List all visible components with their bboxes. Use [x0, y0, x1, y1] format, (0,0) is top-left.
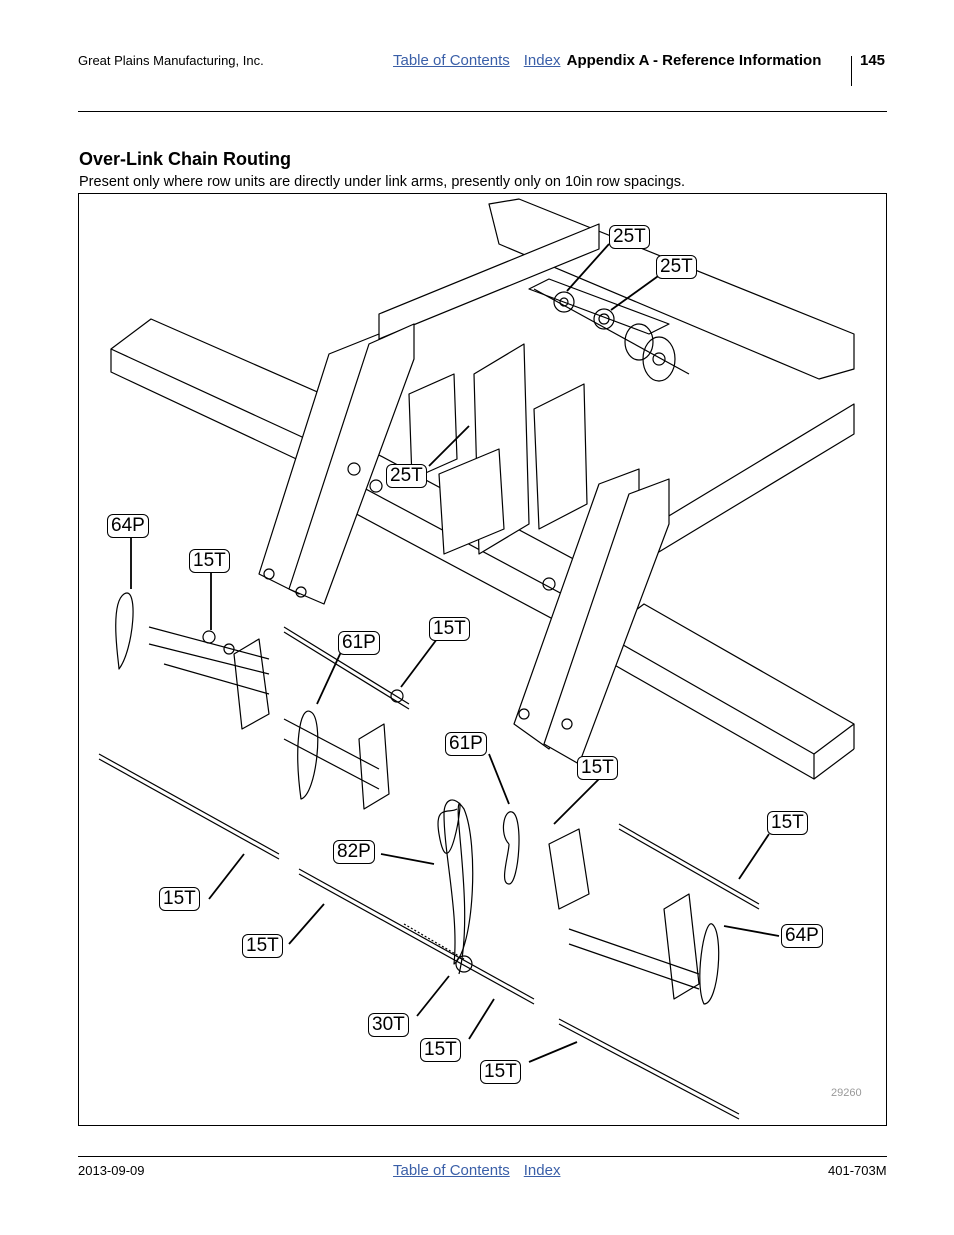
footer-toc-link[interactable]: Table of Contents — [393, 1162, 510, 1179]
middle-left-drive-assembly — [283, 710, 390, 810]
callout-15t-3: 15T — [577, 756, 618, 780]
callout-leaders — [130, 243, 780, 1063]
figure-number: 29260 — [831, 1087, 862, 1099]
bottom-hex-shaft — [558, 1018, 740, 1115]
drive-hub — [533, 288, 690, 382]
header-rule — [78, 111, 887, 112]
figure-drawing — [98, 198, 855, 1120]
callout-61p-2: 61P — [445, 732, 487, 756]
page-title: Over-Link Chain Routing — [79, 149, 292, 169]
company-name: Great Plains Manufacturing, Inc. — [78, 53, 264, 68]
callout-64p-1: 64P — [107, 514, 149, 538]
callout-25t-1: 25T — [609, 225, 650, 249]
upper-left-drive-assembly — [115, 592, 410, 730]
callout-64p-2: 64P — [781, 924, 823, 948]
callout-15t-8: 15T — [480, 1060, 521, 1084]
document-number: 401-703M — [828, 1163, 887, 1178]
header-divider — [851, 56, 852, 86]
callout-25t-2: 25T — [656, 255, 697, 279]
footer-rule — [78, 1156, 887, 1157]
center-drive-assembly — [298, 799, 535, 1005]
right-drive-assembly — [502, 811, 760, 1005]
footer-nav: Table of Contents Index — [393, 1162, 560, 1179]
right-link-arm — [513, 468, 670, 765]
header-nav: Table of Contents Index Appendix A - Refe… — [393, 52, 821, 69]
right-toolbar-tube — [603, 603, 855, 780]
callout-15t-2: 15T — [429, 617, 470, 641]
callout-82p: 82P — [333, 840, 375, 864]
callout-15t-7: 15T — [420, 1038, 461, 1062]
section-title: Appendix A - Reference Information — [566, 52, 822, 69]
header-toc-link[interactable]: Table of Contents — [393, 52, 510, 69]
footer-date: 2013-09-09 — [78, 1163, 145, 1178]
mounting-plates — [408, 278, 670, 555]
callout-15t-6: 15T — [242, 934, 283, 958]
callout-61p-1: 61P — [338, 631, 380, 655]
left-hex-shaft — [98, 753, 280, 855]
callout-25t-3: 25T — [386, 464, 427, 488]
footer-index-link[interactable]: Index — [523, 1162, 561, 1179]
chain-routing-figure: 25T 25T 25T 64P 15T 61P 15T 61P 15T 15T … — [78, 193, 887, 1126]
callout-30t: 30T — [368, 1013, 409, 1037]
callout-15t-1: 15T — [189, 549, 230, 573]
callout-15t-4: 15T — [767, 811, 808, 835]
callout-15t-5: 15T — [159, 887, 200, 911]
header-index-link[interactable]: Index — [523, 52, 561, 69]
page-description: Present only where row units are directl… — [79, 174, 686, 190]
page-number: 145 — [860, 52, 886, 69]
left-link-arm — [258, 323, 415, 605]
